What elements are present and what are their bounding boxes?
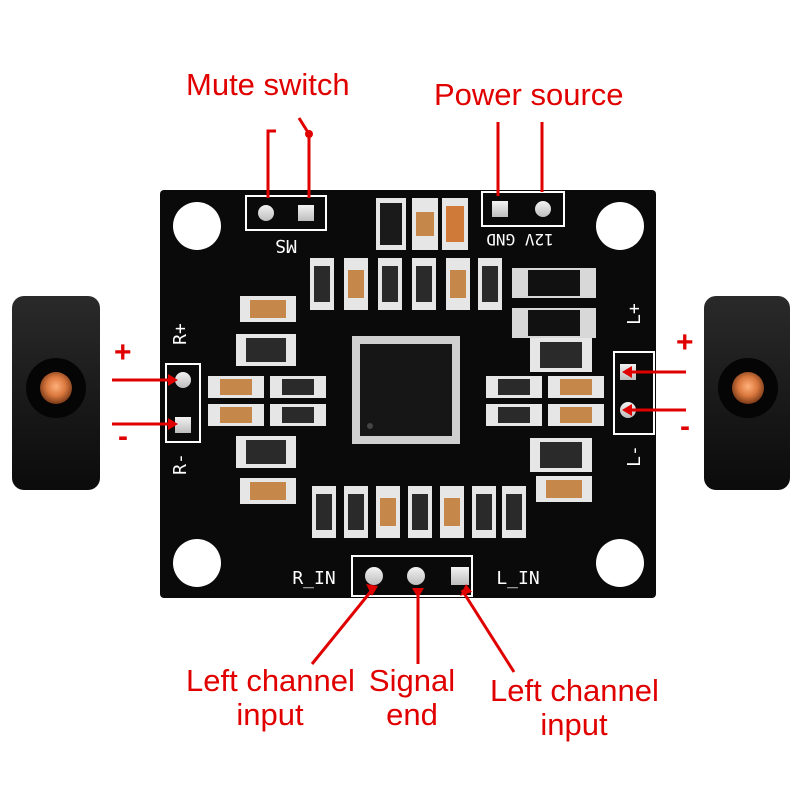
input-header-outline: [351, 555, 473, 597]
ms-pad: [298, 205, 314, 221]
sign-right-minus: -: [118, 420, 128, 453]
smd-components-right: [486, 338, 604, 502]
right-speaker: [12, 296, 100, 490]
silk-power: 12V GND: [486, 230, 553, 249]
annotation-arrowheads: [168, 130, 632, 598]
amplifier-ic: [352, 336, 460, 444]
smd-components-left: [208, 296, 326, 504]
silk-r-minus: R-: [170, 453, 191, 475]
signal-gnd-pad: [407, 567, 425, 585]
left-speaker: [704, 296, 790, 490]
left-terminal-outline: [613, 351, 655, 435]
sign-left-minus: -: [680, 410, 690, 443]
mounting-hole: [173, 539, 221, 587]
label-line: Signal: [368, 663, 456, 698]
label-line: end: [386, 697, 438, 732]
label-line: Left channel: [186, 663, 355, 698]
label-line: input: [540, 707, 608, 742]
smd-components-top: [310, 198, 596, 338]
smd-components-bottom: [312, 486, 526, 538]
right-terminal-outline: [165, 363, 201, 443]
annotation-lines: [112, 117, 686, 673]
label-power-source: Power source: [434, 77, 624, 112]
silk-l-in: L_IN: [496, 568, 539, 589]
mounting-hole: [596, 539, 644, 587]
silk-r-in: R_IN: [292, 568, 335, 589]
r-in-pad: [365, 567, 383, 585]
l-in-pad: [451, 567, 469, 585]
silk-r-plus: R+: [170, 323, 191, 345]
power-pad: [535, 201, 551, 217]
power-header-outline: [481, 191, 565, 227]
label-left-channel-input-2: Left channel input: [490, 673, 659, 742]
label-line: Left channel: [490, 673, 659, 708]
right-plus-pad: [175, 372, 191, 388]
power-pad: [492, 201, 508, 217]
label-signal-end: Signal end: [364, 664, 460, 732]
mounting-hole: [173, 202, 221, 250]
mounting-hole: [596, 202, 644, 250]
ms-header-outline: [245, 195, 327, 231]
sign-right-plus: +: [114, 336, 132, 369]
silk-l-plus: L+: [624, 303, 645, 325]
label-mute-switch: Mute switch: [186, 67, 350, 102]
right-minus-pad: [175, 417, 191, 433]
label-left-channel-input-1: Left channel input: [186, 663, 355, 732]
label-line: input: [236, 697, 304, 732]
ms-pad: [258, 205, 274, 221]
silk-l-minus: L-: [624, 445, 645, 467]
silk-ms: MS: [275, 235, 297, 256]
sign-left-plus: +: [676, 326, 694, 359]
